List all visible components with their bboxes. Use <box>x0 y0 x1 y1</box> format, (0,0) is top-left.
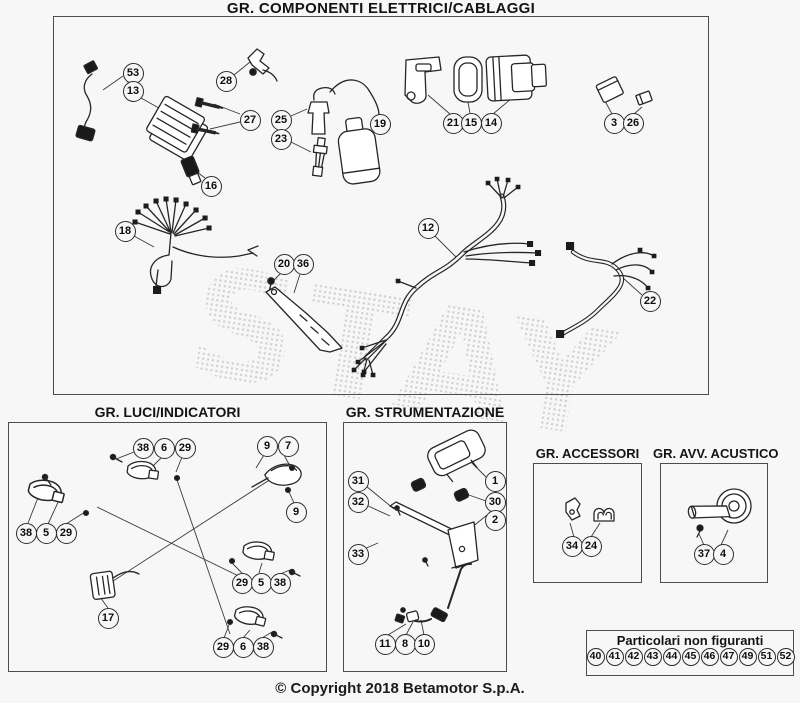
section-box-electrical <box>53 16 709 395</box>
title-not-shown: Particolari non figuranti <box>616 633 764 648</box>
title-accessories: GR. ACCESSORI <box>535 446 640 461</box>
section-box-horn <box>660 463 768 583</box>
not-shown-number-42: 42 <box>624 648 643 666</box>
not-shown-number-45: 45 <box>681 648 700 666</box>
not-shown-number-51: 51 <box>757 648 776 666</box>
not-shown-number-52: 52 <box>776 648 795 666</box>
title-lights: GR. LUCI/INDICATORI <box>94 404 241 420</box>
not-shown-number-40: 40 <box>586 648 605 666</box>
not-shown-number-47: 47 <box>719 648 738 666</box>
title-electrical: GR. COMPONENTI ELETTRICI/CABLAGGI <box>226 0 536 17</box>
copyright-text: © Copyright 2018 Betamotor S.p.A. <box>275 680 525 697</box>
not-shown-number-41: 41 <box>605 648 624 666</box>
not-shown-number-43: 43 <box>643 648 662 666</box>
not-shown-number-44: 44 <box>662 648 681 666</box>
title-horn: GR. AVV. ACUSTICO <box>653 446 779 461</box>
not-shown-number-49: 49 <box>738 648 757 666</box>
section-box-lights <box>8 422 327 672</box>
not-shown-number-46: 46 <box>700 648 719 666</box>
section-box-instruments <box>343 422 507 672</box>
section-box-accessories <box>533 463 642 583</box>
title-instruments: GR. STRUMENTAZIONE <box>345 404 505 420</box>
